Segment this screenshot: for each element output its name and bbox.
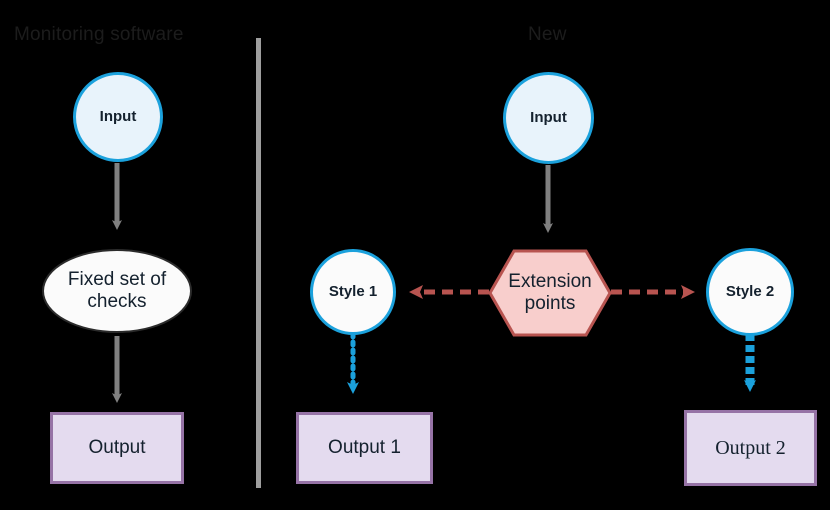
node-fixed-set-of-checks-label: Fixed set of checks <box>67 269 167 312</box>
node-output-2-label: Output 2 <box>715 436 786 459</box>
node-style-2-label: Style 2 <box>725 283 775 301</box>
node-input-right[interactable]: Input <box>503 72 594 164</box>
panel-title-left: Monitoring software <box>14 24 184 45</box>
node-extension-points-label: Extension points <box>508 271 592 314</box>
node-input-right-label: Input <box>530 109 567 127</box>
panel-title-right: New <box>528 24 567 45</box>
node-input-left-label: Input <box>99 108 137 126</box>
node-output-2[interactable]: Output 2 <box>684 410 817 486</box>
node-style-1[interactable]: Style 1 <box>310 249 396 335</box>
node-output-left[interactable]: Output <box>50 412 184 484</box>
panel-divider <box>256 38 261 488</box>
node-style-1-label: Style 1 <box>328 283 378 301</box>
node-style-2[interactable]: Style 2 <box>706 248 794 336</box>
node-output-left-label: Output <box>88 437 146 459</box>
node-input-left[interactable]: Input <box>73 72 163 162</box>
node-output-1-label: Output 1 <box>328 437 401 459</box>
hexagon-shape <box>488 249 612 337</box>
node-extension-points[interactable]: Extension points <box>488 249 612 337</box>
node-output-1[interactable]: Output 1 <box>296 412 433 484</box>
node-fixed-set-of-checks[interactable]: Fixed set of checks <box>42 249 192 333</box>
